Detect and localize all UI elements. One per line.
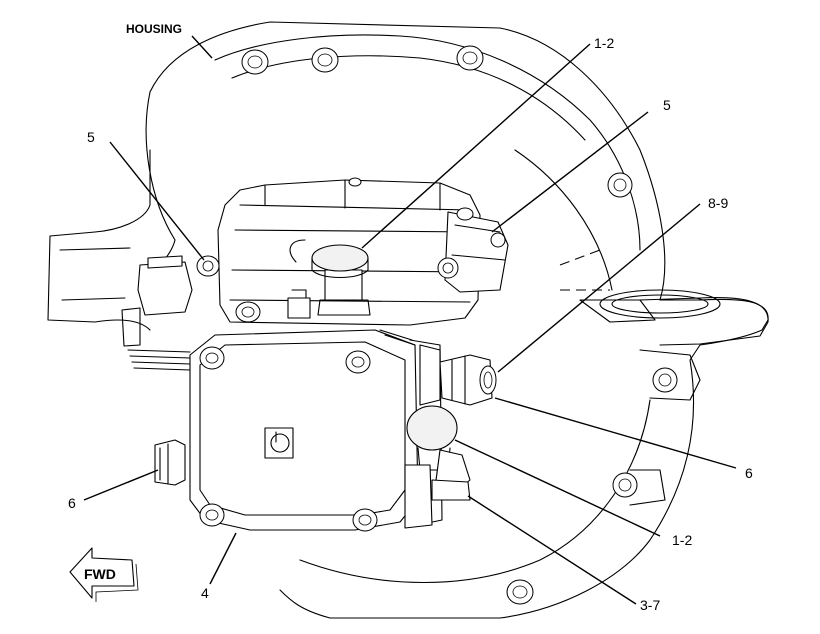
label-right-6: 6	[745, 465, 753, 481]
leader-housing	[191, 35, 213, 59]
leader-right-8-9	[497, 203, 701, 373]
top-cap-part-1-2	[289, 239, 371, 316]
leader-bottom-right-1-2	[454, 439, 661, 537]
label-left-6: 6	[68, 495, 76, 511]
housing-outline	[47, 21, 769, 619]
callout-labels: HOUSING 1-2 5 5 8-9 6 6 1-2 4 3-7	[68, 22, 753, 613]
fwd-arrow: FWD	[69, 547, 139, 602]
label-left-5: 5	[87, 129, 95, 145]
leader-top-1-2	[361, 43, 591, 249]
leader-left-6	[83, 469, 159, 501]
leader-top-right-5	[491, 111, 649, 233]
leader-lines	[83, 35, 737, 605]
right-fitting-part-8-9	[419, 344, 497, 406]
housing-bolt	[506, 579, 534, 605]
housing-bolts	[241, 45, 678, 605]
housing-bolt	[652, 367, 678, 393]
leader-left-5	[109, 141, 205, 261]
housing-bolt	[456, 45, 484, 71]
housing-bolt	[311, 47, 339, 73]
housing-bolt	[241, 49, 269, 75]
label-bottom-4: 4	[201, 585, 209, 601]
leader-right-6	[494, 397, 737, 469]
housing-bolt	[612, 472, 638, 498]
lower-fitting-part-3-7	[404, 464, 471, 529]
pump-lower-body-part-4	[154, 329, 443, 532]
leader-bottom-3-7	[467, 495, 637, 605]
leader-bottom-4	[209, 532, 237, 585]
label-top-1-2: 1-2	[594, 35, 614, 51]
label-top-right-5: 5	[663, 97, 671, 113]
fwd-arrow-label: FWD	[84, 566, 116, 582]
housing-bolt	[607, 172, 633, 198]
label-bottom-3-7: 3-7	[640, 597, 660, 613]
pump-logo-symbol	[264, 427, 294, 459]
label-housing: HOUSING	[126, 22, 182, 36]
label-bottom-right-1-2: 1-2	[672, 532, 692, 548]
label-right-8-9: 8-9	[708, 195, 728, 211]
left-side-fitting	[121, 255, 193, 371]
top-fittings	[235, 289, 311, 323]
